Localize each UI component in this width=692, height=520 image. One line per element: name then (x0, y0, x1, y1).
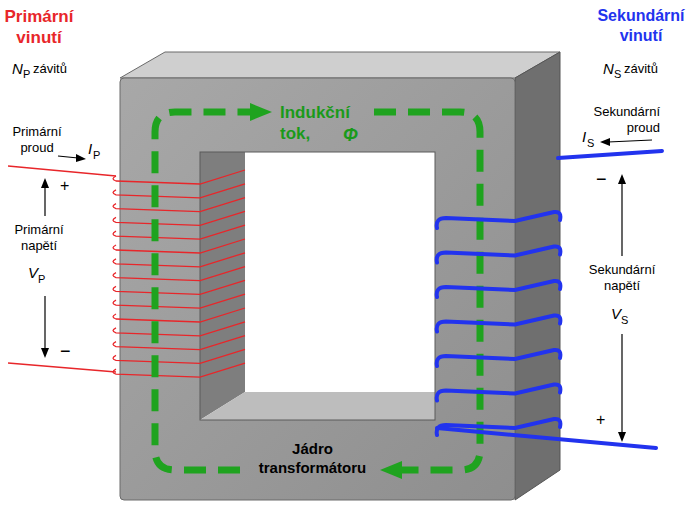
subscript: S (614, 68, 621, 82)
flux-line (374, 112, 480, 470)
coil-turn (437, 281, 561, 297)
voltage-arrow (44, 296, 45, 350)
coil-turn (113, 198, 245, 212)
coil-turn (437, 246, 561, 262)
window-outline (200, 152, 435, 420)
current-symbol: I (88, 140, 92, 159)
lead-wire (8, 166, 116, 176)
turns-unit: závitů (624, 61, 658, 77)
secondary-leads (437, 151, 662, 448)
winding-title: Sekundární vinutí (594, 6, 688, 46)
coil-turn (437, 212, 561, 228)
lead-wire (8, 363, 116, 372)
polarity-sign: + (596, 410, 605, 430)
voltage-arrow (621, 334, 622, 434)
subscript: S (587, 137, 594, 151)
voltage-arrow (621, 182, 622, 256)
primary-leads (8, 166, 116, 372)
subscript: S (621, 314, 628, 328)
coil-turn (113, 170, 245, 184)
flux-symbol: Φ (343, 124, 358, 147)
flux-arrowhead (380, 461, 402, 479)
window-inner-wall (200, 152, 245, 420)
coil-turn (113, 184, 245, 198)
primary-winding (113, 170, 245, 377)
voltage-symbol: V (28, 264, 38, 283)
core-window (200, 152, 435, 420)
flux-path (155, 112, 480, 470)
voltage-label: Sekundární napětí (580, 262, 664, 295)
subscript: P (23, 68, 30, 82)
current-arrow (58, 156, 78, 158)
arrowhead (618, 432, 626, 442)
coil-turn (113, 322, 245, 336)
current-label: Primární proud (6, 124, 68, 157)
coil-turn (113, 294, 245, 308)
coil-turn (113, 211, 245, 225)
coil-turn (113, 253, 245, 267)
current-symbol: I (582, 128, 586, 147)
core-top-face (120, 52, 560, 78)
secondary-winding (437, 212, 561, 435)
arrowhead (76, 154, 86, 162)
polarity-sign: − (60, 340, 71, 363)
lead-wire (437, 428, 656, 448)
core-label: Jádro transformátoru (240, 440, 385, 478)
flux-arrowhead (250, 103, 272, 121)
subscript: P (38, 273, 45, 287)
coil-turn (113, 336, 245, 350)
coil-turn (113, 239, 245, 253)
arrowhead (41, 348, 49, 358)
subscript: P (93, 149, 100, 163)
voltage-arrows (41, 174, 626, 442)
voltage-label: Primární napětí (8, 222, 70, 255)
winding-title: Primární vinutí (0, 6, 78, 49)
turns-unit: závitů (33, 61, 67, 77)
polarity-sign: + (60, 176, 69, 196)
core-side-face (515, 52, 560, 500)
coil-turn (113, 225, 245, 239)
lead-wire (558, 151, 662, 158)
coil-turn (113, 280, 245, 294)
polarity-sign: − (596, 168, 607, 191)
turns-symbol: N (12, 60, 23, 79)
turns-symbol: N (603, 60, 614, 79)
voltage-arrow (44, 186, 45, 216)
arrowhead (600, 138, 610, 146)
arrowhead (41, 178, 49, 188)
window-inner-wall (200, 392, 435, 420)
voltage-symbol: V (611, 305, 621, 324)
coil-turn (113, 363, 245, 377)
current-arrow (608, 140, 652, 142)
coil-turn (113, 349, 245, 363)
coil-turn (437, 315, 561, 331)
coil-turn (113, 308, 245, 322)
arrowhead (618, 174, 626, 184)
coil-turn (113, 267, 245, 281)
coil-turn (437, 384, 561, 400)
flux-line (155, 112, 250, 470)
current-label: Sekundární proud (586, 104, 660, 137)
coil-turn (437, 350, 561, 366)
